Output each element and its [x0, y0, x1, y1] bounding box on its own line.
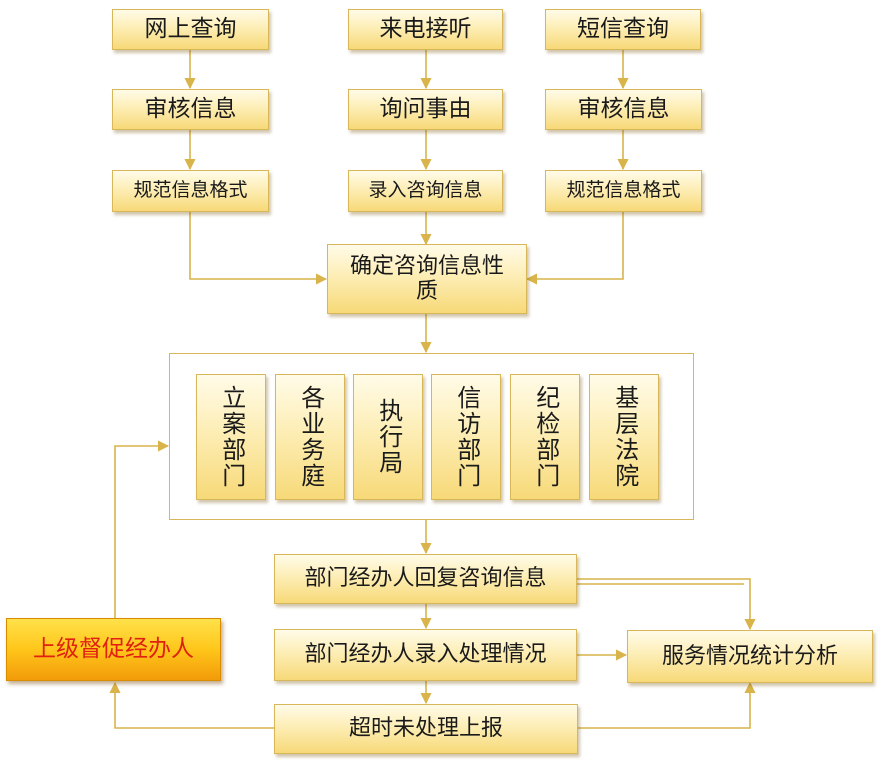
- connector-reply-to-statistics: [577, 578, 756, 631]
- statistics-box: 服务情况统计分析: [627, 630, 873, 683]
- reply-info-box: 部门经办人回复咨询信息: [274, 554, 577, 604]
- connector-overdue-to-statistics: [578, 681, 756, 729]
- department-filing: 立案部门: [196, 374, 266, 500]
- web-query-box: 网上查询: [112, 9, 269, 50]
- overdue-report-box: 超时未处理上报: [274, 704, 578, 754]
- web-review-box: 审核信息: [112, 89, 269, 130]
- connector-sms-to-nature: [525, 212, 624, 285]
- phone-answer-box: 来电接听: [348, 9, 503, 50]
- connector-web-to-nature: [189, 212, 328, 285]
- department-grassroots-court: 基层法院: [589, 374, 659, 500]
- department-enforcement: 执行局: [353, 374, 423, 500]
- phone-inquiry-box: 询问事由: [348, 89, 503, 130]
- connector-supervise-to-departments: [114, 440, 170, 618]
- sms-query-box: 短信查询: [545, 9, 701, 50]
- supervise-handler-box: 上级督促经办人: [6, 618, 221, 681]
- sms-review-box: 审核信息: [545, 89, 702, 130]
- department-petition: 信访部门: [431, 374, 501, 500]
- phone-record-box: 录入咨询信息: [348, 170, 503, 212]
- web-format-box: 规范信息格式: [112, 170, 269, 212]
- connector-overdue-to-supervise: [109, 681, 274, 729]
- department-discipline: 纪检部门: [510, 374, 580, 500]
- confirm-nature-box: 确定咨询信息性质: [327, 244, 527, 314]
- record-handling-box: 部门经办人录入处理情况: [274, 629, 577, 681]
- sms-format-box: 规范信息格式: [545, 170, 702, 212]
- department-business-tribunals: 各业务庭: [275, 374, 345, 500]
